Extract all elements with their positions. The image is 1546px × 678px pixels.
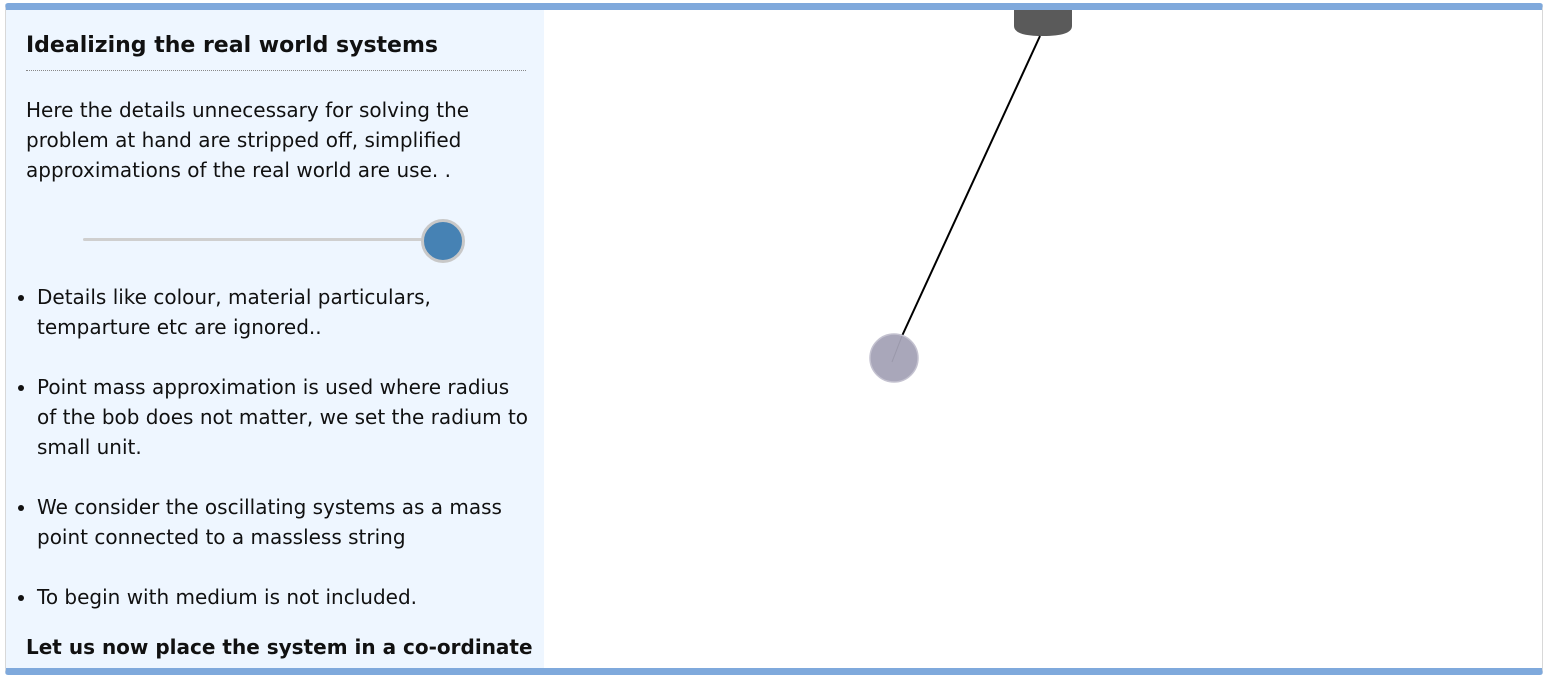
bullet-icon (18, 505, 24, 511)
bullet-icon (18, 595, 24, 601)
sidebar-panel: Idealizing the real world systems Here t… (6, 10, 544, 668)
bob-string-inner (891, 335, 903, 363)
list-item: To begin with medium is not included. (18, 582, 530, 612)
list-item: Point mass approximation is used where r… (18, 372, 530, 462)
pendulum-svg (869, 10, 1072, 383)
bullet-icon (18, 385, 24, 391)
idealization-slider-track[interactable] (83, 238, 443, 241)
bullet-icon (18, 295, 24, 301)
list-item-text: Details like colour, material particular… (37, 285, 431, 339)
pendulum-string (901, 35, 1041, 337)
assumption-list: Details like colour, material particular… (18, 282, 530, 642)
next-step-text: Let us now place the system in a co-ordi… (26, 635, 533, 659)
list-item: We consider the oscillating systems as a… (18, 492, 530, 552)
list-item-text: To begin with medium is not included. (37, 585, 417, 609)
pendulum-mount-icon (1014, 10, 1072, 36)
page-title: Idealizing the real world systems (26, 30, 526, 71)
list-item-text: We consider the oscillating systems as a… (37, 495, 502, 549)
list-item: Details like colour, material particular… (18, 282, 530, 342)
simulation-canvas (544, 10, 1542, 668)
idealization-slider-thumb[interactable] (421, 219, 465, 263)
intro-text: Here the details unnecessary for solving… (26, 98, 470, 182)
list-item-text: Point mass approximation is used where r… (37, 375, 529, 459)
app-frame: Idealizing the real world systems Here t… (5, 3, 1543, 675)
